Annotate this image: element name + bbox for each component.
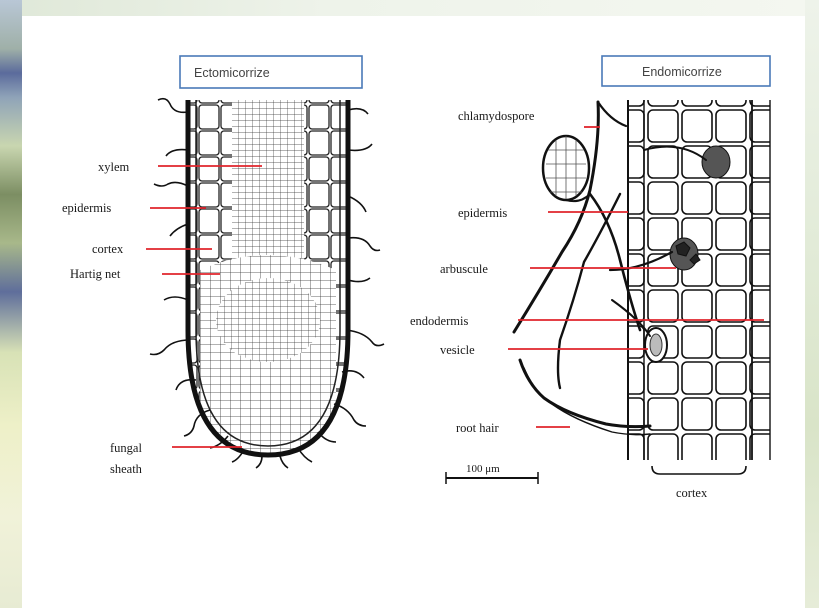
label-ecto-cortex: cortex: [92, 242, 124, 256]
label-scale: 100 μm: [466, 463, 500, 475]
label-sheath: sheath: [110, 462, 143, 476]
endo-panel: Endomicorrize: [410, 56, 770, 500]
cortex-bracket: [652, 466, 746, 474]
root-section-drawing: [514, 100, 770, 460]
label-xylem: xylem: [98, 160, 130, 174]
ecto-title: Ectomicorrize: [194, 66, 270, 80]
label-endo-epidermis: epidermis: [458, 206, 507, 220]
label-root-hair: root hair: [456, 421, 500, 435]
endo-title: Endomicorrize: [642, 65, 722, 79]
label-hartig-net: Hartig net: [70, 267, 121, 281]
label-ecto-epidermis: epidermis: [62, 201, 111, 215]
label-endodermis: endodermis: [410, 314, 468, 328]
root-tip-drawing: [150, 95, 384, 470]
label-fungal: fungal: [110, 441, 142, 455]
label-vesicle: vesicle: [440, 343, 475, 357]
label-endo-cortex: cortex: [676, 486, 708, 500]
ecto-panel: Ectomicorrize: [62, 56, 384, 476]
label-arbuscule: arbuscule: [440, 262, 488, 276]
label-chlamydospore: chlamydospore: [458, 109, 535, 123]
